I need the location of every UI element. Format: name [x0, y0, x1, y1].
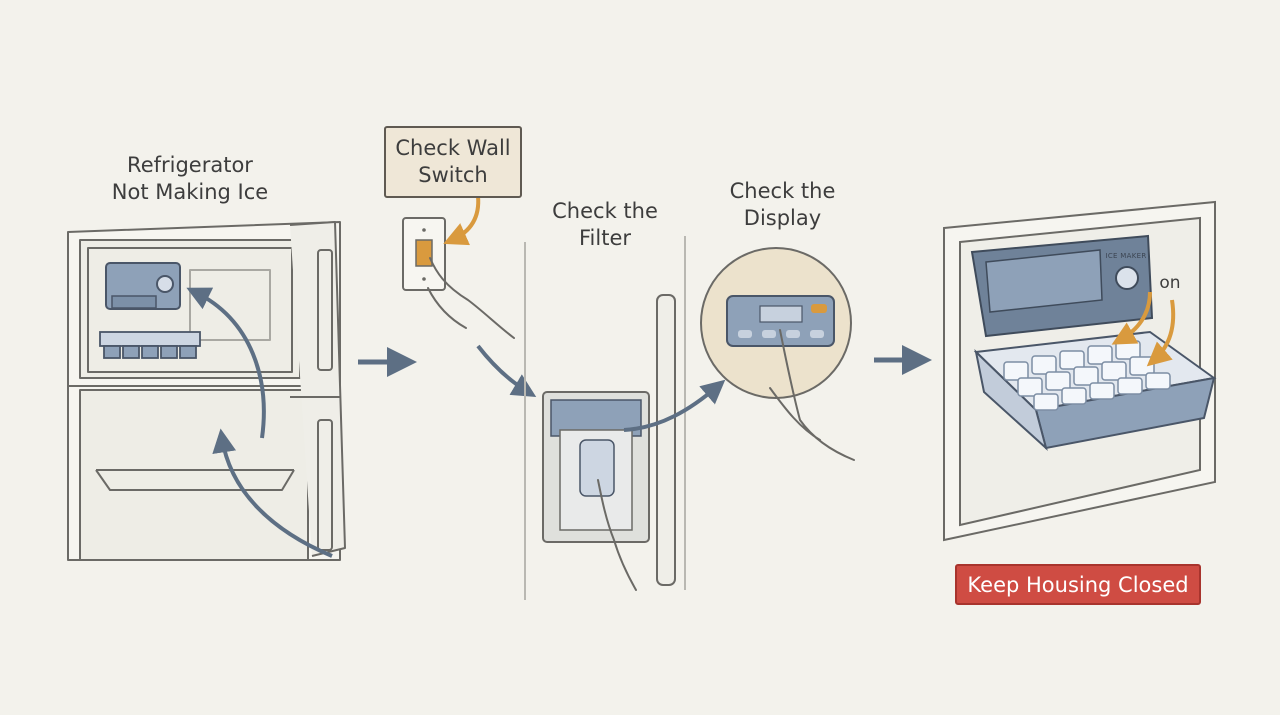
curved-arrow-icon — [1146, 299, 1176, 367]
curved-arrow-icon — [1111, 291, 1152, 345]
hand-icon — [769, 329, 855, 461]
ice-maker-label: ICE MAKER — [1105, 252, 1147, 260]
wall-switch-illustration — [402, 217, 446, 291]
curved-arrow-icon — [476, 344, 537, 397]
water-dispenser — [542, 391, 650, 543]
step-wall-switch-label: Check Wall Switch — [395, 136, 511, 187]
step-wall-switch-box: Check Wall Switch — [384, 126, 522, 198]
hand-icon — [597, 479, 637, 591]
step-display-label: Check the Display — [729, 179, 836, 230]
ice-tray — [99, 331, 201, 359]
curved-arrow-icon — [443, 195, 481, 246]
display-closeup — [700, 247, 852, 399]
ice-maker-on-label: on — [1159, 273, 1181, 293]
ice-maker-housing — [970, 234, 1154, 338]
keep-housing-closed-warning: Keep Housing Closed — [955, 564, 1201, 605]
hand-icon — [427, 257, 515, 339]
ice-cube-icon — [1003, 340, 1171, 411]
step-filter-label: Check the Filter — [552, 199, 658, 250]
curved-arrow-icon — [212, 428, 333, 558]
refrigerator-door-illustration — [524, 236, 686, 600]
step-fridge-label: Refrigerator Not Making Ice — [111, 153, 269, 204]
curved-arrow-icon — [623, 379, 726, 432]
ice-maker-unit — [105, 262, 181, 310]
curved-arrow-icon — [186, 287, 266, 439]
